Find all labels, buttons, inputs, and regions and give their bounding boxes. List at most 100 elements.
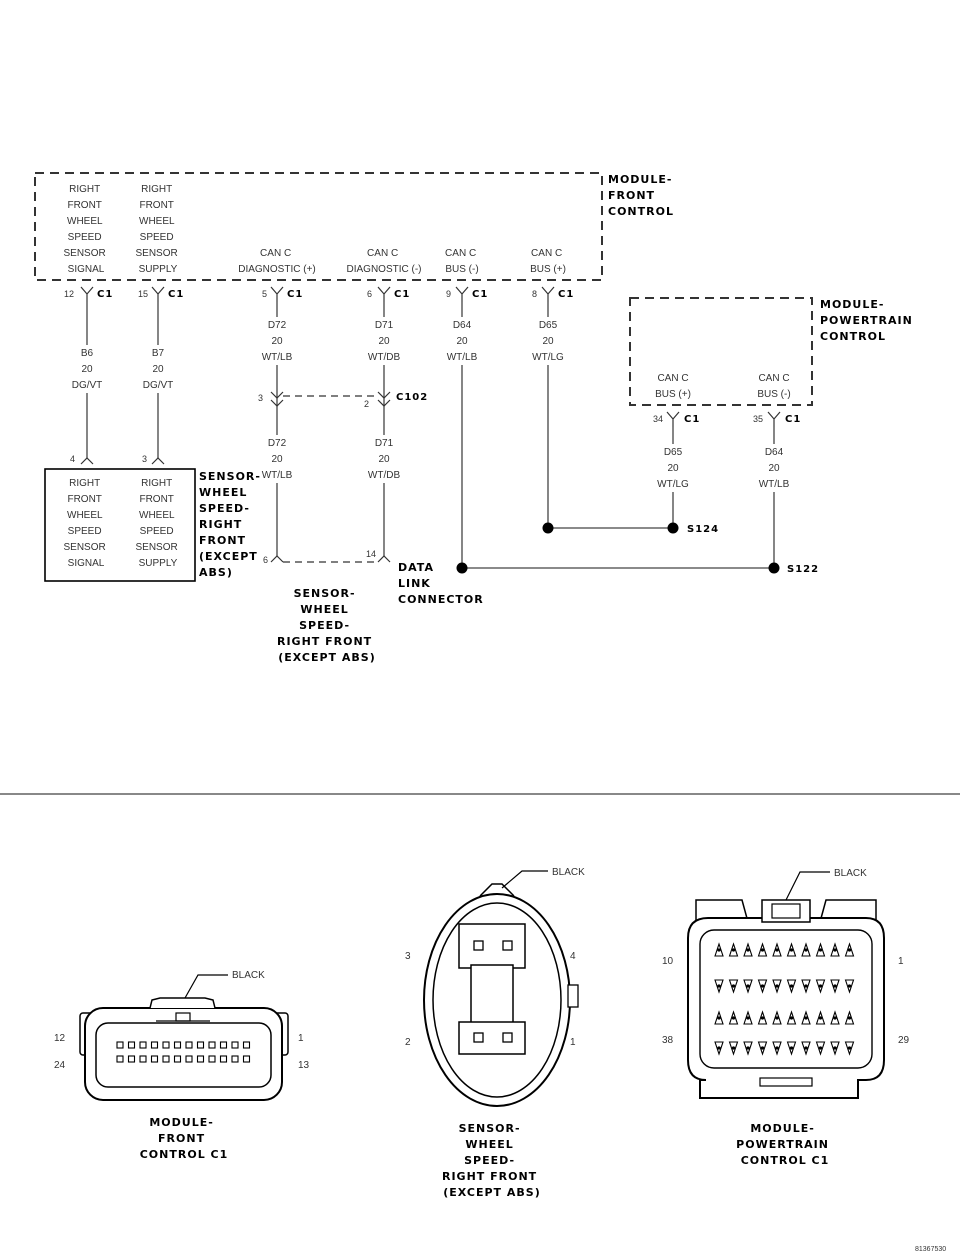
sensor-pin-4-symbol xyxy=(80,457,94,465)
pcm-name-1: MODULE- xyxy=(820,298,884,311)
pin-contact xyxy=(818,984,823,988)
pin-contact xyxy=(775,984,779,988)
pin-cavity xyxy=(231,1041,239,1049)
pin-cavity xyxy=(116,1041,124,1049)
pin-contact xyxy=(789,984,794,988)
svg-text:C1: C1 xyxy=(684,414,700,425)
figure-id: 81367530 xyxy=(915,1246,946,1253)
svg-text:C1: C1 xyxy=(287,289,303,300)
splice-dot-1 xyxy=(542,522,554,534)
pin-contact xyxy=(746,984,750,988)
pin-contact xyxy=(775,1046,779,1050)
fc-fn2-l1: RIGHT xyxy=(141,184,172,195)
pin-cavity xyxy=(208,1041,216,1049)
sensor-conn-pin-4: 4 xyxy=(570,951,576,962)
pin-cavity xyxy=(162,1055,170,1063)
fc-conn-name: MODULE- FRONT CONTROL C1 xyxy=(140,1116,229,1161)
fc-pin-6: 6 C1 xyxy=(367,286,409,302)
c102-pin-3: 3 xyxy=(258,393,263,403)
fc-fn3-l2: DIAGNOSTIC (+) xyxy=(238,264,316,275)
pin-contact xyxy=(760,1016,765,1020)
splice-dot-s124 xyxy=(667,522,679,534)
svg-text:C1: C1 xyxy=(97,289,113,300)
wheel-speed-sensor: 4 3 RIGHT FRONT WHEEL SPEED SENSOR SIGNA… xyxy=(44,454,266,582)
pin-contact xyxy=(746,948,750,952)
fc-conn-pin-12: 12 xyxy=(54,1033,66,1044)
sensor-conn-pin-3: 3 xyxy=(405,951,411,962)
fc-fn6-l1: CAN C xyxy=(531,248,562,259)
sensor-conn-pin-2: 2 xyxy=(405,1037,411,1048)
fc-fn5-l2: BUS (-) xyxy=(445,264,478,275)
pin-contact xyxy=(804,948,808,952)
pin-contact xyxy=(717,948,721,952)
pcm-pin-34: 34 C1 xyxy=(653,411,700,427)
fc-fn2-l4: SPEED xyxy=(140,232,174,243)
splice-dot-s122 xyxy=(768,562,780,574)
pin-contact xyxy=(775,948,779,952)
dlc-pin-6-symbol xyxy=(270,555,284,563)
fc-conn-pin-1: 1 xyxy=(298,1033,304,1044)
sensor-pin-3: 3 xyxy=(142,454,147,464)
pin-cavity xyxy=(127,1041,136,1049)
pcm-name-2: POWERTRAIN xyxy=(820,314,913,327)
pin-cavity xyxy=(173,1055,182,1063)
pin-cavity xyxy=(196,1041,205,1049)
pin-contact xyxy=(804,1016,808,1020)
fc-pin-5: 5 C1 xyxy=(262,286,303,302)
sensor-conn-pin-1: 1 xyxy=(570,1037,576,1048)
fc-fn1-l6: SIGNAL xyxy=(68,264,105,275)
front-control-function-1: RIGHT FRONT WHEEL SPEED SENSOR SIGNAL xyxy=(63,184,108,275)
pin-contact xyxy=(804,984,808,988)
svg-text:C1: C1 xyxy=(472,289,488,300)
pin-contact xyxy=(818,1016,823,1020)
sensor-pin-4: 4 xyxy=(70,454,75,464)
pin-contact xyxy=(717,1016,721,1020)
pin-contact xyxy=(789,1016,794,1020)
pin-cavity xyxy=(242,1041,251,1049)
fc-pin-15: 15 C1 xyxy=(138,286,183,302)
fc-conn-pin-24: 24 xyxy=(54,1060,66,1071)
svg-text:12: 12 xyxy=(64,289,74,299)
svg-text:6: 6 xyxy=(367,289,372,299)
c102-label: C102 xyxy=(396,392,428,403)
c102-pin-2: 2 xyxy=(364,399,369,409)
pcm-pin-35: 35 C1 xyxy=(753,411,801,427)
splice-s124-label: S124 xyxy=(687,524,719,535)
data-link-connector: 6 14 DATA LINK CONNECTOR SENSOR- WHEEL S… xyxy=(263,549,483,664)
pin-cavity xyxy=(185,1041,193,1049)
pin-cavity xyxy=(219,1055,228,1063)
svg-text:5: 5 xyxy=(262,289,267,299)
svg-text:35: 35 xyxy=(753,414,763,424)
sensor-conn-color: BLACK xyxy=(552,867,585,878)
pin-contact xyxy=(731,1046,736,1050)
fc-pin-12: 12 C1 xyxy=(64,286,113,302)
pin-contact xyxy=(847,1016,852,1020)
pin-contact xyxy=(804,1046,808,1050)
svg-text:C1: C1 xyxy=(785,414,801,425)
pin-cavity xyxy=(127,1055,136,1063)
front-control-name-2: FRONT xyxy=(608,189,655,202)
sensor-outline xyxy=(44,468,196,582)
pin-contact xyxy=(789,1046,794,1050)
fc-fn2-l2: FRONT xyxy=(139,200,173,211)
connector-view-front-control: BLACK 12 24 1 13 MODULE- FRONT CONTROL C… xyxy=(54,970,310,1161)
fc-conn-pin-13: 13 xyxy=(298,1060,310,1071)
pin-contact xyxy=(833,1046,837,1050)
pin-contact xyxy=(760,984,765,988)
svg-text:9: 9 xyxy=(446,289,451,299)
c102-connector: 3 2 C102 xyxy=(258,391,428,409)
pin-cavity xyxy=(139,1041,147,1049)
pin-cavity xyxy=(185,1055,193,1063)
front-control-pin-cavities xyxy=(116,1041,251,1063)
pin-contact xyxy=(833,984,837,988)
sensor-name: SENSOR- WHEEL SPEED- RIGHT FRONT (EXCEPT… xyxy=(199,470,266,579)
